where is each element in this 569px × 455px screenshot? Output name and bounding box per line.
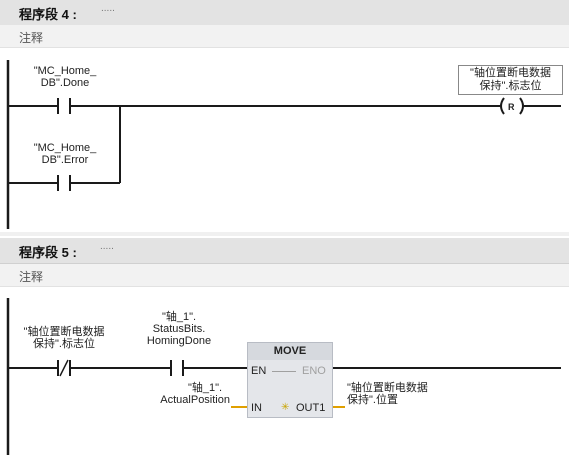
contact-homing-done[interactable]	[170, 360, 184, 376]
network-5-header[interactable]: 程序段 5 : .....	[0, 238, 569, 264]
network-5-title-dots[interactable]: .....	[100, 241, 114, 252]
network-4-ladder	[6, 60, 561, 229]
network-4-title-dots[interactable]: .....	[101, 3, 115, 14]
move-block[interactable]: MOVE EN ENO IN ✳ OUT1	[247, 342, 333, 418]
move-block-title: MOVE	[248, 343, 332, 360]
contact-homing-operand[interactable]: "轴_1". StatusBits. HomingDone	[146, 311, 212, 347]
network-4-comment-text: 注释	[19, 31, 44, 45]
contact-1-operand[interactable]: "MC_Home_ DB".Done	[33, 65, 97, 89]
network-separator	[0, 232, 569, 236]
network-5-body: "轴位置断电数据 保持".标志位 "轴_1". StatusBits. Homi…	[0, 288, 569, 455]
move-in-operand[interactable]: "轴_1". ActualPosition	[160, 382, 230, 406]
move-in-pin[interactable]: IN	[251, 402, 262, 414]
contact-2-operand[interactable]: "MC_Home_ DB".Error	[33, 142, 97, 166]
en-eno-link	[272, 371, 296, 372]
coil-operand[interactable]: "轴位置断电数据 保持".标志位	[458, 65, 563, 95]
contact-negated-operand[interactable]: "轴位置断电数据 保持".标志位	[23, 326, 105, 350]
sun-icon: ✳	[281, 402, 290, 413]
move-out-operand[interactable]: "轴位置断电数据 保持".位置	[347, 382, 428, 406]
network-4-comment[interactable]: 注释	[0, 25, 569, 48]
reset-coil[interactable]	[500, 97, 524, 115]
move-eno-pin[interactable]: ENO	[302, 365, 326, 377]
network-4-body: R "MC_Home_ DB".Done "MC_Home_ DB".Error…	[0, 48, 569, 232]
contact-mc-home-error[interactable]	[57, 175, 71, 191]
contact-mc-home-done[interactable]	[57, 98, 71, 114]
network-5-ladder	[6, 298, 561, 455]
move-en-pin[interactable]: EN	[251, 365, 267, 377]
contact-negated-flag[interactable]	[57, 359, 71, 377]
network-4-header[interactable]: 程序段 4 : .....	[0, 0, 569, 26]
network-5-comment[interactable]: 注释	[0, 264, 569, 287]
move-out1-pin[interactable]: OUT1	[296, 402, 326, 414]
network-4-title: 程序段 4 :	[19, 7, 77, 22]
network-5-title: 程序段 5 :	[19, 245, 77, 260]
network-5-comment-text: 注释	[19, 270, 44, 284]
